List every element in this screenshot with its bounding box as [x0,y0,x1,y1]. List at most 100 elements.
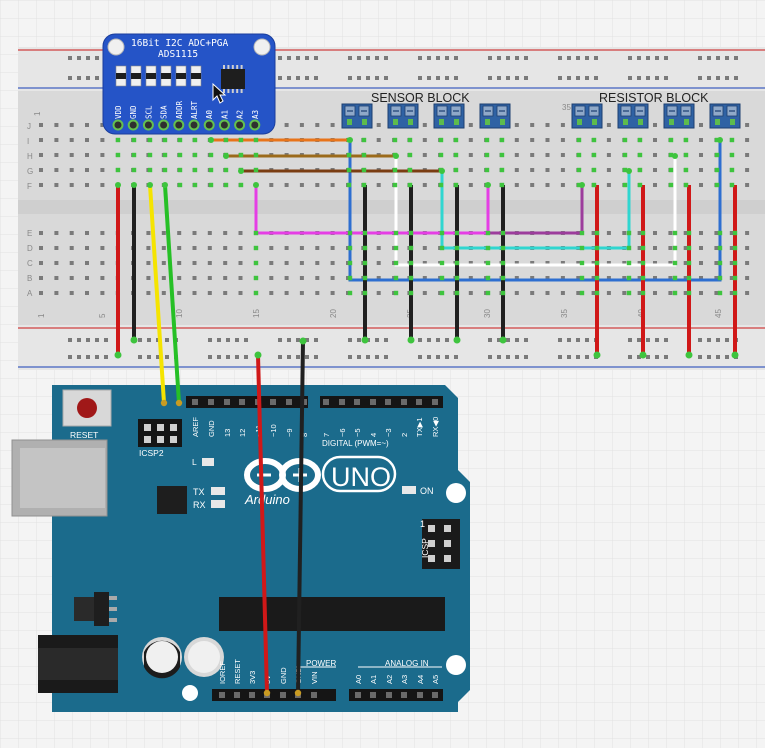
reset-button-cap[interactable] [77,398,97,418]
digital-pin-socket[interactable] [354,399,360,405]
breadboard-hole [422,291,427,295]
module-pin-vdd[interactable] [112,119,124,131]
rail-hole [305,338,309,342]
analog-pin-socket[interactable] [370,692,376,698]
connected-hole [500,245,506,251]
breadboard-hole [576,261,581,265]
wire-end [253,182,259,188]
connected-hole [668,182,674,188]
module-pin-scl[interactable] [142,119,154,131]
rail-hole [278,338,282,342]
analog-pin-socket[interactable] [401,692,407,698]
breadboard-hole [69,246,74,250]
digital-pin-socket[interactable] [239,399,245,405]
wire-end [639,351,647,359]
power-pin-socket[interactable] [311,692,317,698]
module-pin-a3[interactable] [249,119,261,131]
breadboard-hole [54,153,59,157]
digital-pin-socket[interactable] [339,399,345,405]
module-pin-alrt[interactable] [188,119,200,131]
power-pin-socket[interactable] [249,692,255,698]
rail-hole [278,355,282,359]
row-label-e: E [27,229,32,238]
digital-pin-socket[interactable] [370,399,376,405]
power-pin-socket[interactable] [280,692,286,698]
digital-pin-socket[interactable] [286,399,292,405]
breadboard-hole [683,261,688,265]
connected-hole [453,152,459,158]
power-pin-socket[interactable] [234,692,240,698]
digital-pin-socket[interactable] [416,399,422,405]
power-pin-socket[interactable] [219,692,225,698]
connected-hole [115,137,121,143]
digital-pin-socket[interactable] [385,399,391,405]
breadboard-hole [238,261,243,265]
digital-pin-socket[interactable] [224,399,230,405]
capacitor-top [146,641,178,673]
rail-hole [716,76,720,80]
breadboard-hole [714,261,719,265]
connected-hole [393,290,399,296]
module-pin-gnd[interactable] [127,119,139,131]
connected-hole [732,245,738,251]
connected-hole [147,152,153,158]
connected-hole [640,290,646,296]
connected-hole [453,137,459,143]
connected-hole [454,290,460,296]
breadboard-hole [207,276,212,280]
module-pin-sda[interactable] [158,119,170,131]
analog-pin-socket[interactable] [417,692,423,698]
connected-hole [347,245,353,251]
breadboard-hole [299,291,304,295]
breadboard-hole [560,138,565,142]
breadboard-hole [69,291,74,295]
breadboard-hole [177,291,182,295]
digital-pin-socket[interactable] [270,399,276,405]
rail-hole [725,76,729,80]
connected-hole [438,137,444,143]
digital-pin-socket[interactable] [192,399,198,405]
connected-hole [683,152,689,158]
digital-pin-socket[interactable] [323,399,329,405]
breadboard-hole [54,168,59,172]
module-pin-a1[interactable] [218,119,230,131]
connected-hole [361,137,367,143]
breadboard-hole [85,246,89,250]
connected-hole [407,137,413,143]
breadboard-hole [315,183,320,187]
breadboard-hole [39,138,43,142]
connected-hole [223,167,229,173]
breadboard-hole [606,153,611,157]
digital-pin-socket[interactable] [208,399,214,405]
usb-b-connector-face [20,448,105,508]
wire-end [393,153,399,159]
rail-hole [655,76,659,80]
chip-leg [240,65,243,69]
connected-hole [640,260,646,266]
row-label-f: F [27,182,32,191]
connected-hole [407,167,413,173]
breadboard-hole [376,138,381,142]
breadboard-hole [422,138,427,142]
breadboard-hole [530,168,535,172]
module-pin-a0[interactable] [203,119,215,131]
digital-pin-socket[interactable] [432,399,438,405]
on-label: ON [420,486,434,496]
rail-hole [86,355,90,359]
analog-pin-socket[interactable] [355,692,361,698]
module-pin-a2[interactable] [234,119,246,131]
breadboard-hole [545,183,550,187]
analog-pin-socket[interactable] [432,692,438,698]
connected-hole [361,167,367,173]
row-label-i: I [27,137,29,146]
ads1115-pcb [102,33,276,135]
rail-hole [235,338,239,342]
power-pin-label: GND [279,667,288,684]
breadboard-hole [606,261,611,265]
module-pin-addr[interactable] [173,119,185,131]
digital-pin-socket[interactable] [401,399,407,405]
connected-hole [637,137,643,143]
analog-pin-socket[interactable] [386,692,392,698]
connected-hole [131,152,137,158]
wire-end [147,182,153,188]
